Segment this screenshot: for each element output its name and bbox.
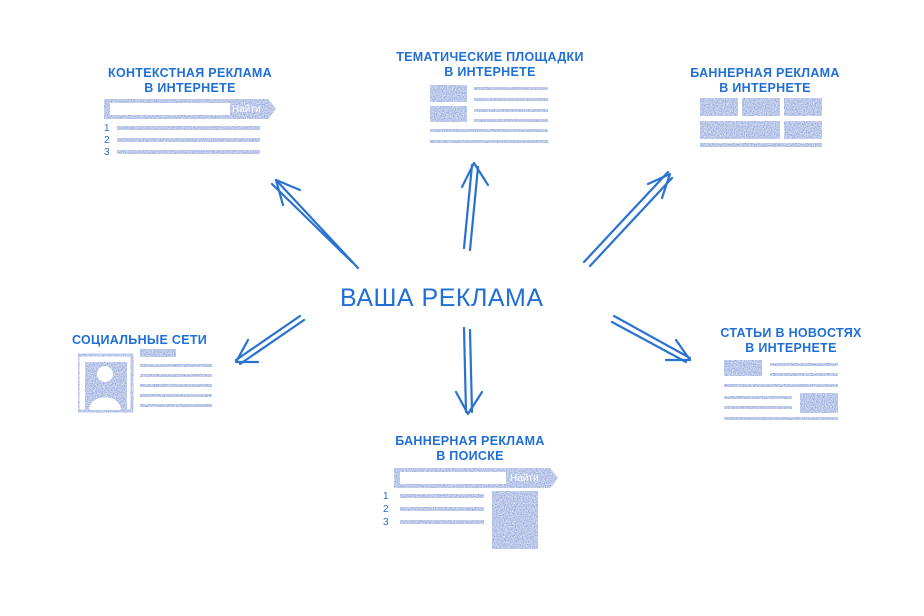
context-ad-title-line1: КОНТЕКСТНАЯ РЕКЛАМА	[108, 66, 272, 80]
banner-search-button: Найти	[510, 473, 539, 484]
context-ad-title-line2: В ИНТЕРНЕТЕ	[144, 81, 236, 95]
social-title-line1: СОЦИАЛЬНЫЕ СЕТИ	[72, 333, 208, 347]
arrow-to-news	[610, 314, 692, 364]
banner-search-label: БАННЕРНАЯ РЕКЛАМА В ПОИСКЕ	[366, 434, 574, 464]
banner-grid-icon	[700, 98, 822, 147]
context-result-number-3: 3	[104, 147, 110, 158]
arrow-to-banner-web	[582, 170, 674, 268]
context-result-number-2: 2	[104, 135, 110, 146]
banner-search-title-line2: В ПОИСКЕ	[436, 449, 504, 463]
search-banner-icon	[394, 468, 558, 549]
news-articles-label: СТАТЬИ В НОВОСТЯХ В ИНТЕРНЕТЕ	[688, 326, 894, 356]
arrow-to-banner-search	[454, 326, 484, 416]
arrow-to-context	[270, 178, 360, 270]
news-layout-icon	[724, 360, 838, 420]
thematic-title-line1: ТЕМАТИЧЕСКИЕ ПЛОЩАДКИ	[396, 50, 584, 64]
thematic-title-line2: В ИНТЕРНЕТЕ	[444, 65, 536, 79]
news-title-line1: СТАТЬИ В НОВОСТЯХ	[720, 326, 862, 340]
search-results-icon	[104, 99, 276, 154]
center-title: ВАША РЕКЛАМА	[340, 284, 544, 312]
context-search-button: Найти	[232, 104, 261, 115]
social-networks-label: СОЦИАЛЬНЫЕ СЕТИ	[72, 333, 222, 348]
banner-search-result-number-3: 3	[383, 517, 389, 528]
news-title-line2: В ИНТЕРНЕТЕ	[745, 341, 837, 355]
banner-web-title-line1: БАННЕРНАЯ РЕКЛАМА	[690, 66, 840, 80]
profile-card-icon	[76, 349, 212, 413]
article-list-icon	[430, 85, 548, 143]
banner-search-result-number-2: 2	[383, 504, 389, 515]
arrow-to-social	[234, 314, 306, 366]
context-ad-label: КОНТЕКСТНАЯ РЕКЛАМА В ИНТЕРНЕТЕ	[84, 66, 296, 96]
banner-search-title-line1: БАННЕРНАЯ РЕКЛАМА	[395, 434, 545, 448]
banner-web-label: БАННЕРНАЯ РЕКЛАМА В ИНТЕРНЕТЕ	[660, 66, 870, 96]
context-result-number-1: 1	[104, 123, 110, 134]
banner-search-result-number-1: 1	[383, 491, 389, 502]
arrow-to-thematic	[460, 161, 490, 252]
banner-web-title-line2: В ИНТЕРНЕТЕ	[719, 81, 811, 95]
thematic-sites-label: ТЕМАТИЧЕСКИЕ ПЛОЩАДКИ В ИНТЕРНЕТЕ	[376, 50, 604, 80]
